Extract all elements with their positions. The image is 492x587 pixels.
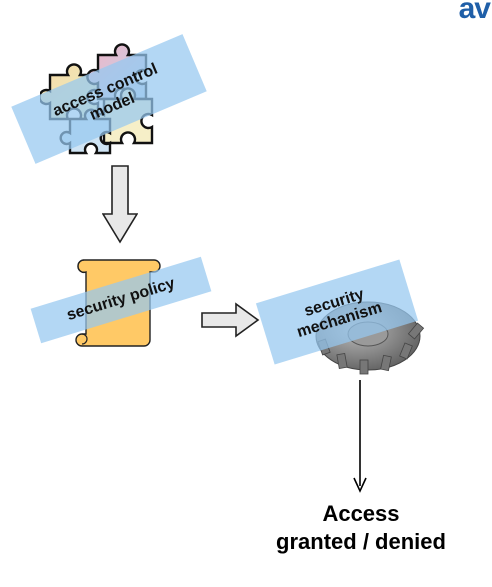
outcome-line1: Access <box>322 501 400 526</box>
arrow-model-to-policy <box>102 165 138 244</box>
arrow-mechanism-to-outcome <box>353 380 367 493</box>
logo: av <box>458 0 491 25</box>
outcome-line2: granted / denied <box>276 529 446 555</box>
access-outcome: Access granted / denied <box>236 500 486 556</box>
arrow-policy-to-mechanism <box>201 302 260 338</box>
